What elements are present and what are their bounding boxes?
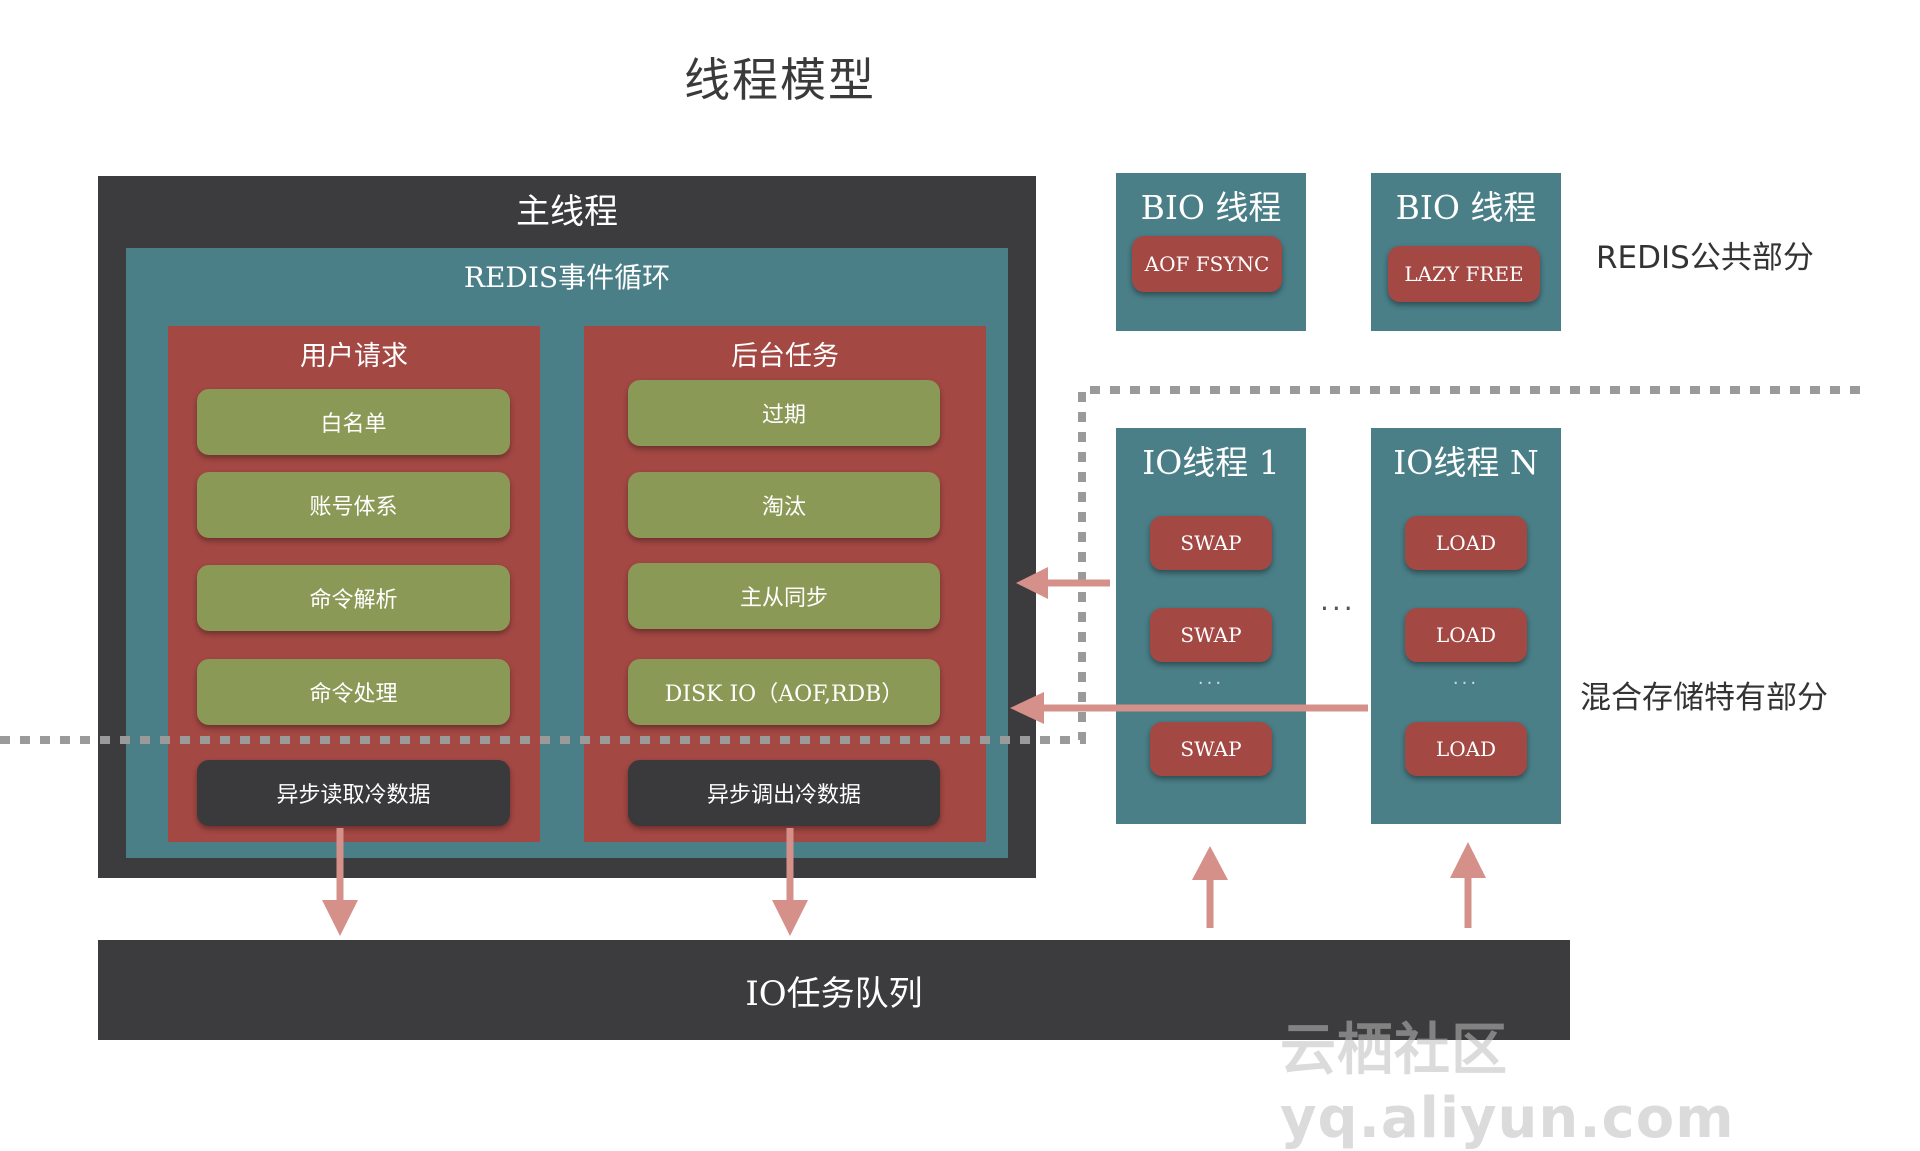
between-io-ellipsis: ... — [1320, 584, 1356, 617]
user-requests-label: 用户请求 — [300, 341, 408, 372]
io-thread-1-ellipsis: ... — [1197, 668, 1225, 689]
command-process-item: 命令处理 — [197, 659, 510, 725]
load-task-2: LOAD — [1405, 608, 1527, 662]
event-loop-label: REDIS事件循环 — [463, 261, 671, 294]
main-thread-label: 主线程 — [516, 192, 618, 232]
swap-task-2: SWAP — [1150, 608, 1272, 662]
swap-task-3: SWAP — [1150, 722, 1272, 776]
load-task-1: LOAD — [1405, 516, 1527, 570]
load-task-3: LOAD — [1405, 722, 1527, 776]
queue-to-io1-arrowhead — [1192, 846, 1228, 880]
io-task-queue: IO任务队列 — [98, 940, 1570, 1040]
bio-thread-label-2: BIO 线程 — [1395, 188, 1537, 227]
io-thread-n-ellipsis: ... — [1452, 668, 1480, 689]
aof-fsync-task: AOF FSYNC — [1132, 236, 1282, 292]
hybrid-storage-label: 混合存储特有部分 — [1580, 680, 1828, 716]
io-thread-label-n: IO线程 N — [1393, 443, 1539, 482]
async-evict-to-queue-arrowhead — [772, 900, 808, 936]
redis-common-label: REDIS公共部分 — [1596, 240, 1814, 276]
lazy-free-task: LAZY FREE — [1388, 246, 1540, 302]
watermark: 云栖社区 yq.aliyun.com — [1280, 1018, 1735, 1151]
expire-item: 过期 — [628, 380, 940, 446]
eviction-item: 淘汰 — [628, 472, 940, 538]
async-evict-cold-item: 异步调出冷数据 — [628, 760, 940, 826]
whitelist-item: 白名单 — [197, 389, 510, 455]
replication-item: 主从同步 — [628, 563, 940, 629]
diagram-title: 线程模型 — [684, 53, 876, 107]
swap-task-1: SWAP — [1150, 516, 1272, 570]
queue-to-ion-arrowhead — [1450, 842, 1486, 878]
io-thread-label-1: IO线程 1 — [1142, 443, 1280, 482]
account-system-item: 账号体系 — [197, 472, 510, 538]
bio-thread-label-1: BIO 线程 — [1140, 188, 1282, 227]
async-read-to-queue-arrowhead — [322, 900, 358, 936]
disk-io-item: DISK IO（AOF,RDB） — [628, 659, 940, 725]
background-tasks-label: 后台任务 — [731, 341, 839, 372]
async-read-cold-item: 异步读取冷数据 — [197, 760, 510, 826]
command-parse-item: 命令解析 — [197, 565, 510, 631]
